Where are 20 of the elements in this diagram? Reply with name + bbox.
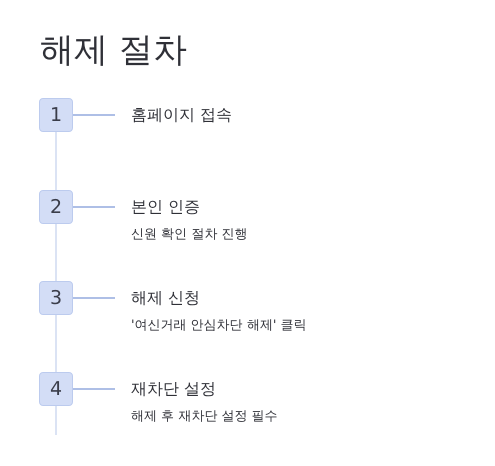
step-heading: 홈페이지 접속 xyxy=(131,104,234,126)
step-description: '여신거래 안심차단 해제' 클릭 xyxy=(131,317,308,335)
step-heading: 재차단 설정 xyxy=(131,378,218,400)
connector-line xyxy=(73,114,115,116)
step-heading: 해제 신청 xyxy=(131,287,202,309)
connector-line xyxy=(55,132,57,190)
connector-line xyxy=(55,224,57,281)
step-heading: 본인 인증 xyxy=(131,196,202,218)
step-number: 3 xyxy=(39,281,73,315)
step-number: 1 xyxy=(39,98,73,132)
step-description: 해제 후 재차단 설정 필수 xyxy=(131,408,279,426)
connector-line xyxy=(55,315,57,372)
step-description: 신원 확인 절차 진행 xyxy=(131,226,248,244)
step-number: 4 xyxy=(39,372,73,406)
connector-line xyxy=(55,406,57,435)
step-number: 2 xyxy=(39,190,73,224)
connector-line xyxy=(73,388,115,390)
connector-line xyxy=(73,297,115,299)
connector-line xyxy=(73,206,115,208)
title: 해제 절차 xyxy=(40,29,187,72)
